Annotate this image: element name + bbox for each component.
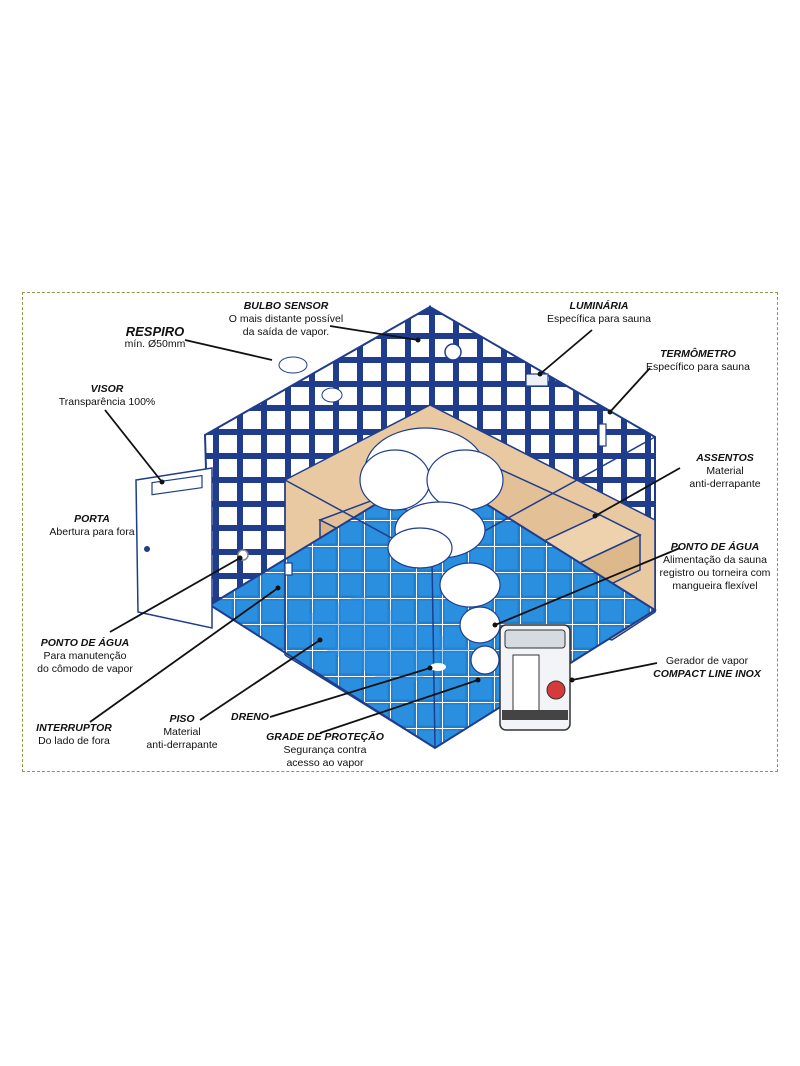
label-visor: VISOR Transparência 100%	[52, 383, 162, 409]
label-assentos: ASSENTOS Material anti-derrapante	[670, 452, 780, 491]
label-visor-desc: Transparência 100%	[58, 396, 156, 408]
door-icon	[135, 467, 213, 629]
label-respiro-title: RESPIRO	[125, 324, 185, 339]
label-termometro-desc: Específico para sauna	[646, 361, 750, 373]
label-assentos-desc-1: Material	[706, 465, 744, 477]
label-interruptor-title: INTERRUPTOR	[36, 722, 112, 734]
drain-icon	[430, 663, 446, 671]
label-ponto-agua-sauna-desc-3: mangueira flexível	[672, 580, 758, 592]
label-porta-title: PORTA	[74, 513, 110, 525]
label-ponto-agua-manut: PONTO DE ÁGUA Para manutenção do cômodo …	[25, 637, 145, 676]
label-assentos-desc-2: anti-derrapante	[689, 478, 761, 490]
label-grade-title: GRADE DE PROTEÇÃO	[266, 731, 384, 743]
label-termometro: TERMÔMETRO Específico para sauna	[638, 348, 758, 374]
label-porta: PORTA Abertura para fora	[40, 513, 144, 539]
label-piso-title: PISO	[169, 713, 195, 725]
leader-dots	[159, 337, 613, 683]
label-bulbo-sensor-desc-1: O mais distante possível	[228, 313, 344, 325]
leader-lines	[89, 325, 681, 734]
label-ponto-agua-sauna-desc-2: registro ou torneira com	[659, 567, 771, 579]
label-ponto-agua-sauna-title: PONTO DE ÁGUA	[670, 541, 760, 553]
respiro-steam-icon	[278, 356, 343, 403]
label-luminaria-desc: Específica para sauna	[547, 313, 651, 325]
label-ponto-agua-manut-desc-1: Para manutenção	[43, 650, 127, 662]
label-porta-desc: Abertura para fora	[49, 526, 135, 538]
label-interruptor: INTERRUPTOR Do lado de fora	[28, 722, 120, 748]
lamp-icon	[525, 373, 549, 387]
label-grade: GRADE DE PROTEÇÃO Segurança contra acess…	[262, 731, 388, 770]
label-dreno-title: DRENO	[231, 711, 269, 723]
label-gerador: Gerador de vapor COMPACT LINE INOX	[650, 655, 764, 681]
label-gerador-model: COMPACT LINE INOX	[653, 668, 761, 680]
label-respiro: RESPIRO mín. Ø50mm	[110, 325, 200, 351]
label-termometro-title: TERMÔMETRO	[660, 348, 736, 360]
label-bulbo-sensor-desc-2: da saída de vapor.	[242, 326, 330, 338]
label-luminaria: LUMINÁRIA Específica para sauna	[540, 300, 658, 326]
diagram-frame	[22, 292, 778, 772]
switch-icon	[284, 562, 293, 576]
label-luminaria-title: LUMINÁRIA	[569, 300, 629, 312]
label-bulbo-sensor: BULBO SENSOR O mais distante possível da…	[222, 300, 350, 339]
label-interruptor-desc: Do lado de fora	[38, 735, 110, 747]
label-dreno: DRENO	[226, 711, 274, 724]
label-grade-desc-2: acesso ao vapor	[286, 757, 364, 769]
thermometer-icon	[598, 423, 607, 447]
label-bulbo-sensor-title: BULBO SENSOR	[243, 300, 329, 312]
label-ponto-agua-manut-desc-2: do cômodo de vapor	[37, 663, 133, 675]
label-ponto-agua-manut-title: PONTO DE ÁGUA	[40, 637, 130, 649]
label-respiro-desc: mín. Ø50mm	[124, 338, 186, 350]
label-ponto-agua-sauna: PONTO DE ÁGUA Alimentação da sauna regis…	[650, 541, 780, 593]
bulbo-sensor-icon	[444, 343, 462, 361]
label-piso-desc-2: anti-derrapante	[146, 739, 218, 751]
label-visor-title: VISOR	[90, 383, 124, 395]
steam-generator-icon	[499, 624, 571, 731]
label-piso: PISO Material anti-derrapante	[140, 713, 224, 752]
label-assentos-title: ASSENTOS	[696, 452, 754, 464]
label-ponto-agua-sauna-desc-1: Alimentação da sauna	[663, 554, 767, 566]
label-piso-desc-1: Material	[163, 726, 201, 738]
label-gerador-desc: Gerador de vapor	[665, 655, 749, 667]
label-grade-desc-1: Segurança contra	[283, 744, 367, 756]
steam-cloud-icon	[359, 427, 504, 675]
